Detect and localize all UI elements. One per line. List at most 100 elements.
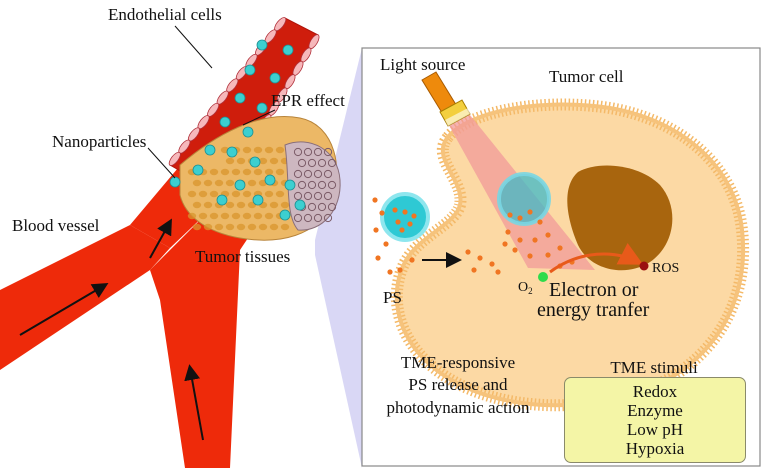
ps-dot [373,227,379,233]
core-cell [293,147,303,157]
label-tme-line2: PS release and [408,375,508,394]
ps-dot [537,219,543,225]
core-cell [323,191,333,201]
tissue-cell [236,223,246,231]
label-ros: ROS [652,261,679,276]
nanoparticle [234,179,246,191]
label-tumor-tissues: Tumor tissues [195,247,290,266]
label-epr-effect: EPR effect [271,91,345,110]
tissue-cell [198,190,208,198]
tissue-cell [214,223,224,231]
tme-stimuli-box: Redox Enzyme Low pH Hypoxia [564,377,746,463]
tissue-cell [269,157,279,165]
tissue-cell [198,212,208,220]
nanoparticle [279,209,291,221]
transfer-arrow [549,243,644,274]
tissue-cell [225,157,235,165]
label-ps: PS [383,288,402,307]
nucleus [567,165,673,271]
tissue-cell [187,190,197,198]
tissue-cell [275,190,285,198]
tissue-cell [209,168,219,176]
nanoparticle [284,179,296,191]
nanoparticle [242,126,254,138]
nanoparticle [294,199,306,211]
ps-dot [545,232,551,238]
ps-dot [387,269,393,275]
tissue-cell [225,179,235,187]
tissue-cell [220,168,230,176]
tissue-cell [269,201,279,209]
ps-dot [489,261,495,267]
tissue-cell [192,179,202,187]
core-cell [303,213,313,223]
ps-molecules [372,197,575,275]
ps-dot [397,267,403,273]
tissue-cell [253,212,263,220]
tissue-cell [225,223,235,231]
core-cell [313,169,323,179]
tissue-cell [203,201,213,209]
tissue-cell [220,212,230,220]
tissue-cell [253,168,263,176]
core-cell [323,169,333,179]
label-endothelial-cells: Endothelial cells [108,5,222,24]
core-cell [317,158,327,168]
ros-molecule [639,261,649,271]
tissue-cell [236,157,246,165]
ps-dot [495,269,501,275]
stimulus-low-ph: Low pH [626,420,684,439]
ps-dot [395,219,401,225]
nanoparticle-group [169,39,306,221]
nanoparticle [219,116,231,128]
leader-nanoparticles [147,147,176,179]
label-o2: O2 [518,280,533,296]
nanoparticle [264,174,276,186]
nanoparticle-free [380,192,430,242]
tissue-cell [264,190,274,198]
nanoparticle [204,144,216,156]
core-cell [317,202,327,212]
core-cell [297,180,307,190]
tissue-cell [264,212,274,220]
nanoparticle [249,156,261,168]
ps-dot [411,213,417,219]
ps-dot [532,237,538,243]
tissue-cell [275,168,285,176]
ps-dot [375,255,381,261]
ps-dot [383,241,389,247]
tissue-cell [258,223,268,231]
core-cell [303,147,313,157]
leader-epr [242,109,276,126]
tissue-cell [225,201,235,209]
tissue-cell [242,168,252,176]
core-cell [293,169,303,179]
tissue-cell [231,212,241,220]
tissue-cell [209,212,219,220]
ps-dot [545,252,551,258]
stimulus-enzyme: Enzyme [627,401,683,420]
nanoparticle-in-cell [497,172,551,226]
core-cell [303,169,313,179]
label-tme-line3: photodynamic action [386,398,530,417]
core-cell [327,180,337,190]
tissue-cell [236,201,246,209]
core-cell [297,158,307,168]
nanoparticle [256,39,268,51]
core-cell [307,202,317,212]
tissue-cell [192,223,202,231]
flow-arrow [19,282,109,336]
core-cell [313,147,323,157]
label-transfer-line2: energy tranfer [537,299,650,321]
tissue-cell [269,223,279,231]
tissue-cell [264,168,274,176]
core-cell [293,191,303,201]
stimulus-hypoxia: Hypoxia [625,439,685,458]
core-cell [327,158,337,168]
core-cell [317,180,327,190]
ps-dot [477,255,483,261]
flow-arrow [184,364,204,441]
tissue-cell [247,223,257,231]
nanoparticle [234,92,246,104]
